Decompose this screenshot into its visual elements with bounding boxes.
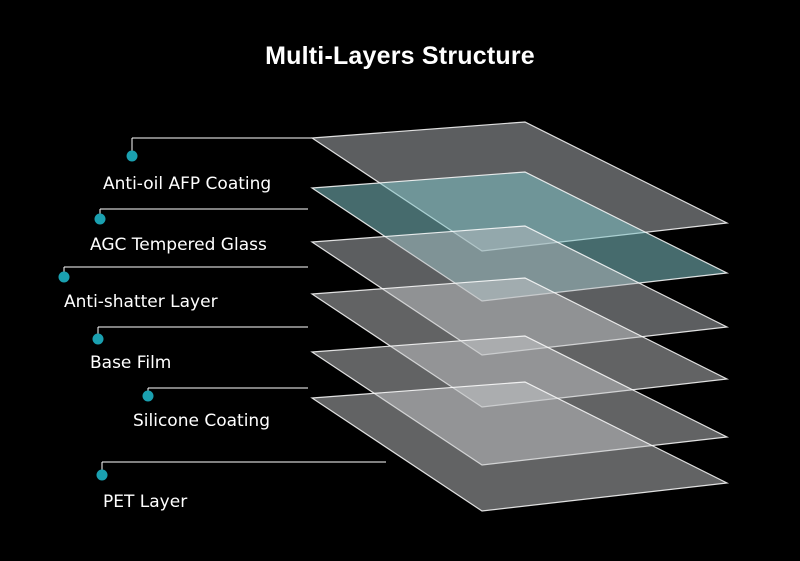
layer-label: PET Layer [103, 492, 187, 512]
layer-label: Anti-shatter Layer [64, 292, 218, 312]
layer-callout-1: Anti-oil AFP Coating [103, 137, 312, 194]
diagram-title: Multi-Layers Structure [265, 42, 535, 70]
callout-dot-icon [92, 333, 104, 345]
callout-dot-icon [142, 390, 154, 402]
callout-dot-icon [126, 150, 138, 162]
layer-sheets [310, 121, 730, 512]
callout-dot-icon [58, 271, 70, 283]
layer-callout-4: Base Film [90, 326, 308, 373]
layer-label: Base Film [90, 353, 171, 373]
layer-callout-3: Anti-shatter Layer [58, 266, 308, 312]
layer-callout-2: AGC Tempered Glass [90, 208, 308, 255]
layer-label: Silicone Coating [133, 411, 270, 431]
callout-dot-icon [94, 213, 106, 225]
layer-sheet-6 [310, 381, 730, 512]
layer-label: AGC Tempered Glass [90, 235, 267, 255]
callout-dot-icon [96, 469, 108, 481]
layer-callout-6: PET Layer [96, 461, 386, 512]
layer-callout-5: Silicone Coating [133, 387, 308, 431]
layer-label: Anti-oil AFP Coating [103, 174, 271, 194]
